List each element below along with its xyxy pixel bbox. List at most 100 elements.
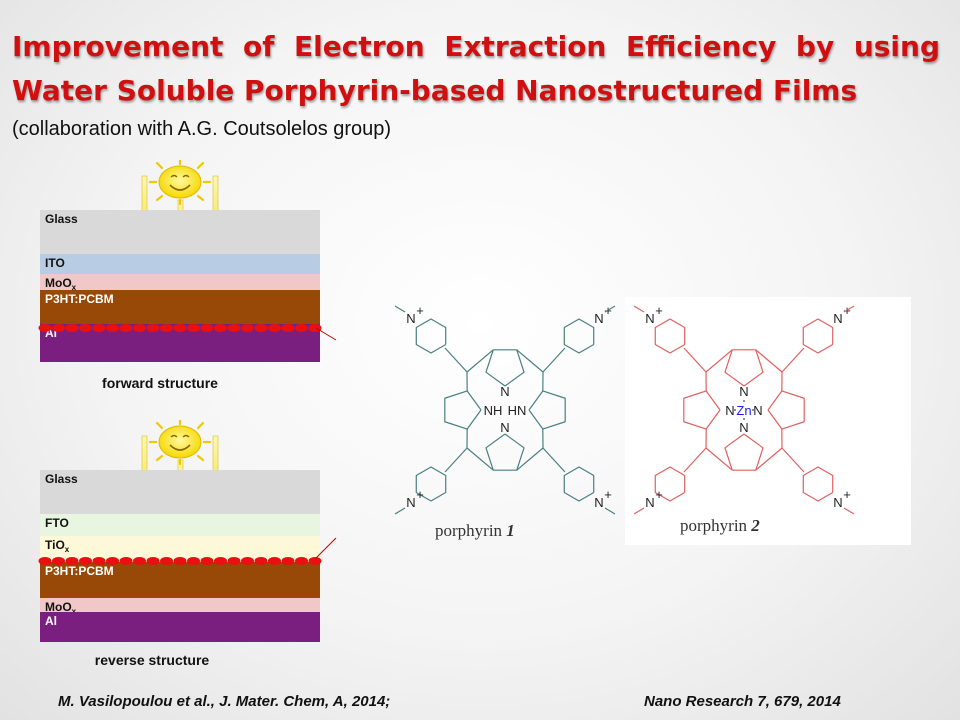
porphyrin-dot — [214, 324, 227, 332]
atom-label: + — [416, 303, 424, 318]
porphyrin-dot — [241, 557, 254, 565]
slide-subtitle: (collaboration with A.G. Coutsolelos gro… — [12, 118, 392, 140]
porphyrin-1-label: porphyrin 1 — [435, 521, 515, 540]
layer-label: P3HT:PCBM — [45, 292, 114, 306]
atom-label: N — [500, 420, 509, 435]
layer-label: Al — [45, 614, 57, 628]
slide-title-line-2: Water Soluble Porphyrin-based Nanostruct… — [12, 74, 858, 107]
porphyrin-dot — [133, 557, 146, 565]
porphyrin-dot — [268, 324, 281, 332]
layer-ito — [40, 254, 320, 274]
porphyrin-dot — [106, 557, 119, 565]
layer-glass — [40, 470, 320, 514]
atom-label: N — [645, 311, 654, 326]
porphyrin-dot — [92, 324, 106, 332]
atom-label: N — [594, 311, 603, 326]
porphyrin-dot — [227, 324, 241, 332]
layer-moo — [40, 598, 320, 612]
porphyrin-dot — [187, 324, 200, 332]
porphyrin-dot-row — [38, 324, 322, 332]
citation-right: Nano Research 7, 679, 2014 — [644, 693, 841, 710]
porphyrin-dot-row — [38, 557, 322, 565]
porphyrin-dot — [241, 324, 254, 332]
layer-label: ITO — [45, 256, 65, 270]
atom-label: N — [645, 495, 654, 510]
atom-label: N — [500, 384, 509, 399]
atom-label: NH — [484, 403, 503, 418]
porphyrin-dot — [281, 557, 295, 565]
atom-label: N — [406, 311, 415, 326]
porphyrin-dot — [106, 324, 119, 332]
porphyrin-dot — [79, 557, 92, 565]
porphyrin-dot — [133, 324, 146, 332]
porphyrin-dot — [308, 557, 322, 565]
porphyrin-dot — [227, 557, 241, 565]
porphyrin-dot — [65, 324, 79, 332]
reverse-structure-caption: reverse structure — [95, 652, 210, 668]
porphyrin-dot — [52, 324, 65, 332]
atom-label: N — [406, 495, 415, 510]
porphyrin-dot — [214, 557, 227, 565]
porphyrin-dot — [160, 324, 173, 332]
atom-label: N — [753, 403, 762, 418]
layer-al — [40, 612, 320, 642]
porphyrin-dot — [173, 324, 187, 332]
atom-label: HN — [508, 403, 527, 418]
atom-label: + — [655, 303, 663, 318]
atom-label: N — [739, 384, 748, 399]
citation-left: M. Vasilopoulou et al., J. Mater. Chem, … — [58, 693, 391, 710]
porphyrin-2-panel — [625, 297, 911, 545]
layer-label: MoOx — [45, 276, 77, 292]
porphyrin-dot — [187, 557, 200, 565]
atom-label: N — [833, 495, 842, 510]
layer-label: Glass — [45, 212, 78, 226]
atom-label: N — [739, 420, 748, 435]
atom-label: Zn — [736, 403, 751, 418]
porphyrin-dot — [119, 557, 133, 565]
layer-fto — [40, 514, 320, 536]
porphyrin-dot — [308, 324, 322, 332]
porphyrin-2-label: porphyrin 2 — [680, 516, 760, 535]
layer-p3ht-pcbm — [40, 290, 320, 324]
layer-moo — [40, 274, 320, 290]
porphyrin-dot — [254, 324, 268, 332]
atom-label: + — [604, 487, 612, 502]
porphyrin-dot — [146, 557, 160, 565]
layer-label: P3HT:PCBM — [45, 564, 114, 578]
porphyrin-dot — [200, 557, 214, 565]
porphyrin-dot — [146, 324, 160, 332]
porphyrin-dot — [38, 557, 52, 565]
porphyrin-dot — [295, 324, 308, 332]
atom-label: + — [655, 487, 663, 502]
atom-label: + — [843, 487, 851, 502]
porphyrin-dot — [160, 557, 173, 565]
porphyrin-dot — [200, 324, 214, 332]
porphyrin-dot — [254, 557, 268, 565]
atom-label: N — [725, 403, 734, 418]
atom-label: + — [416, 487, 424, 502]
porphyrin-dot — [119, 324, 133, 332]
layer-label: TiOx — [45, 538, 70, 554]
porphyrin-dot — [52, 557, 65, 565]
porphyrin-dot — [268, 557, 281, 565]
atom-label: N — [833, 311, 842, 326]
layer-p3ht-pcbm — [40, 562, 320, 598]
atom-label: N — [594, 495, 603, 510]
porphyrin-dot — [92, 557, 106, 565]
layer-label: FTO — [45, 516, 69, 530]
layer-glass — [40, 210, 320, 254]
sun-icon — [148, 160, 212, 206]
porphyrin-dot — [38, 324, 52, 332]
porphyrin-dot — [65, 557, 79, 565]
porphyrin-dot — [173, 557, 187, 565]
sun-icon — [148, 420, 212, 466]
forward-structure-caption: forward structure — [102, 375, 218, 391]
porphyrin-dot — [281, 324, 295, 332]
layer-label: Glass — [45, 472, 78, 486]
slide-title-line-1: Improvement of Electron Extraction Effic… — [12, 30, 940, 63]
porphyrin-dot — [79, 324, 92, 332]
